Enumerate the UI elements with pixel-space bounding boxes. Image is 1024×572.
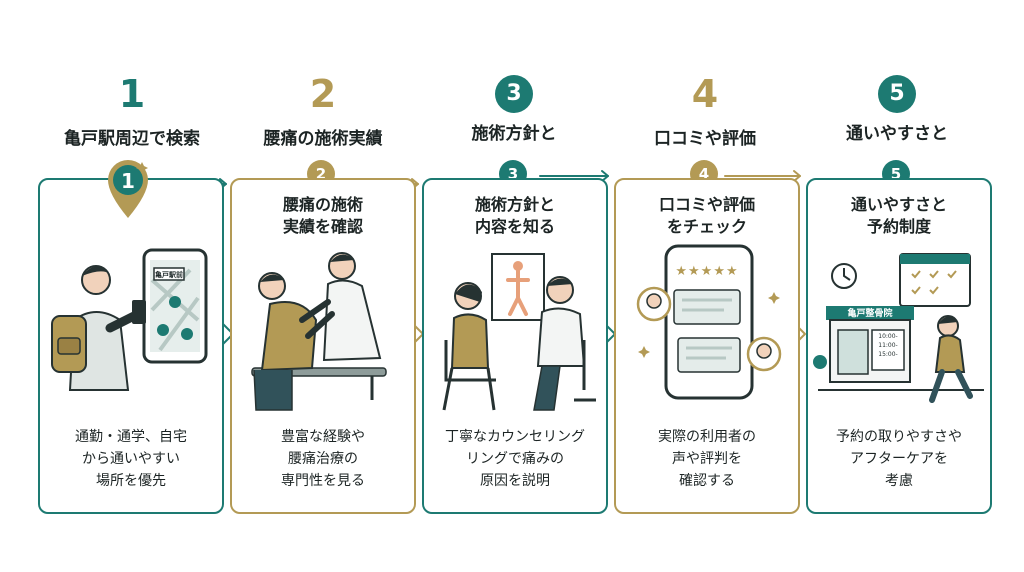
clinic-sign: 亀戸整骨院 [847, 309, 893, 319]
card-description: 実際の利用者の声や評判を確認する [658, 429, 756, 489]
star-rating: ★★★★★ [675, 264, 739, 279]
card-title: 口コミや評価をチェック [658, 195, 755, 236]
step-3-header: 3 施術方針と [419, 70, 609, 144]
card-description: 予約の取りやすさやアフターケアを考慮 [836, 429, 962, 489]
card-description: 通勤・通学、自宅から通いやすい場所を優先 [75, 429, 187, 489]
map-label: 亀戸駅前 [155, 271, 183, 279]
step-number: 4 [691, 72, 719, 116]
step-title: 腰痛の施術実績 [263, 129, 383, 149]
step-3-card: 施術方針と内容を知る 丁寧なカウンセリングリングで痛みの原因を説明 [422, 178, 608, 514]
card-description: 豊富な経験や腰痛治療の専門性を見る [281, 429, 365, 489]
step-4-card: 口コミや評価をチェック ★★★★★ 実際の利用者の声や評判を確認する [614, 178, 800, 514]
card-title: 腰痛の施術実績を確認 [282, 195, 363, 236]
step-number: 2 [309, 72, 337, 116]
step-number: 3 [495, 75, 533, 113]
step-number: 5 [878, 75, 916, 113]
step-title: 口コミや評価 [654, 129, 756, 149]
step-1-badge: 1 [121, 169, 135, 193]
location-pin-icon [108, 160, 148, 218]
step-1-card: 亀戸駅前 通勤・通学、自宅から通いやすい場所を優先 [38, 178, 224, 514]
step-1-header: 1 亀戸駅周辺で検索 [37, 70, 227, 149]
map-search-icon [51, 248, 208, 391]
step-2-card: 腰痛の施術実績を確認 豊富な経験や腰痛治療の専門性を見る [230, 178, 416, 514]
counseling-icon [442, 253, 596, 411]
step-5-header: 5 通いやすさと [802, 70, 992, 144]
step-title: 通いやすさと [846, 124, 948, 144]
clinic-hours: 10:00-11:00-15:00- [878, 333, 898, 358]
step-title: 亀戸駅周辺で検索 [64, 129, 200, 149]
review-phone-icon [636, 244, 782, 400]
step-title: 施術方針と [471, 124, 557, 144]
step-5-card: 通いやすさと予約制度 亀戸整骨院 10:00-11:00-15:00- 予約の取… [806, 178, 992, 514]
clinic-calendar-icon [813, 253, 984, 403]
step-number: 1 [118, 72, 146, 116]
treatment-icon [251, 252, 387, 411]
card-description: 丁寧なカウンセリングリングで痛みの原因を説明 [445, 429, 585, 489]
card-title: 通いやすさと予約制度 [850, 195, 947, 236]
step-4-header: 4 口コミや評価 [610, 70, 800, 149]
step-2-header: 2 腰痛の施術実績 [228, 70, 418, 149]
card-title: 施術方針と内容を知る [474, 195, 555, 236]
